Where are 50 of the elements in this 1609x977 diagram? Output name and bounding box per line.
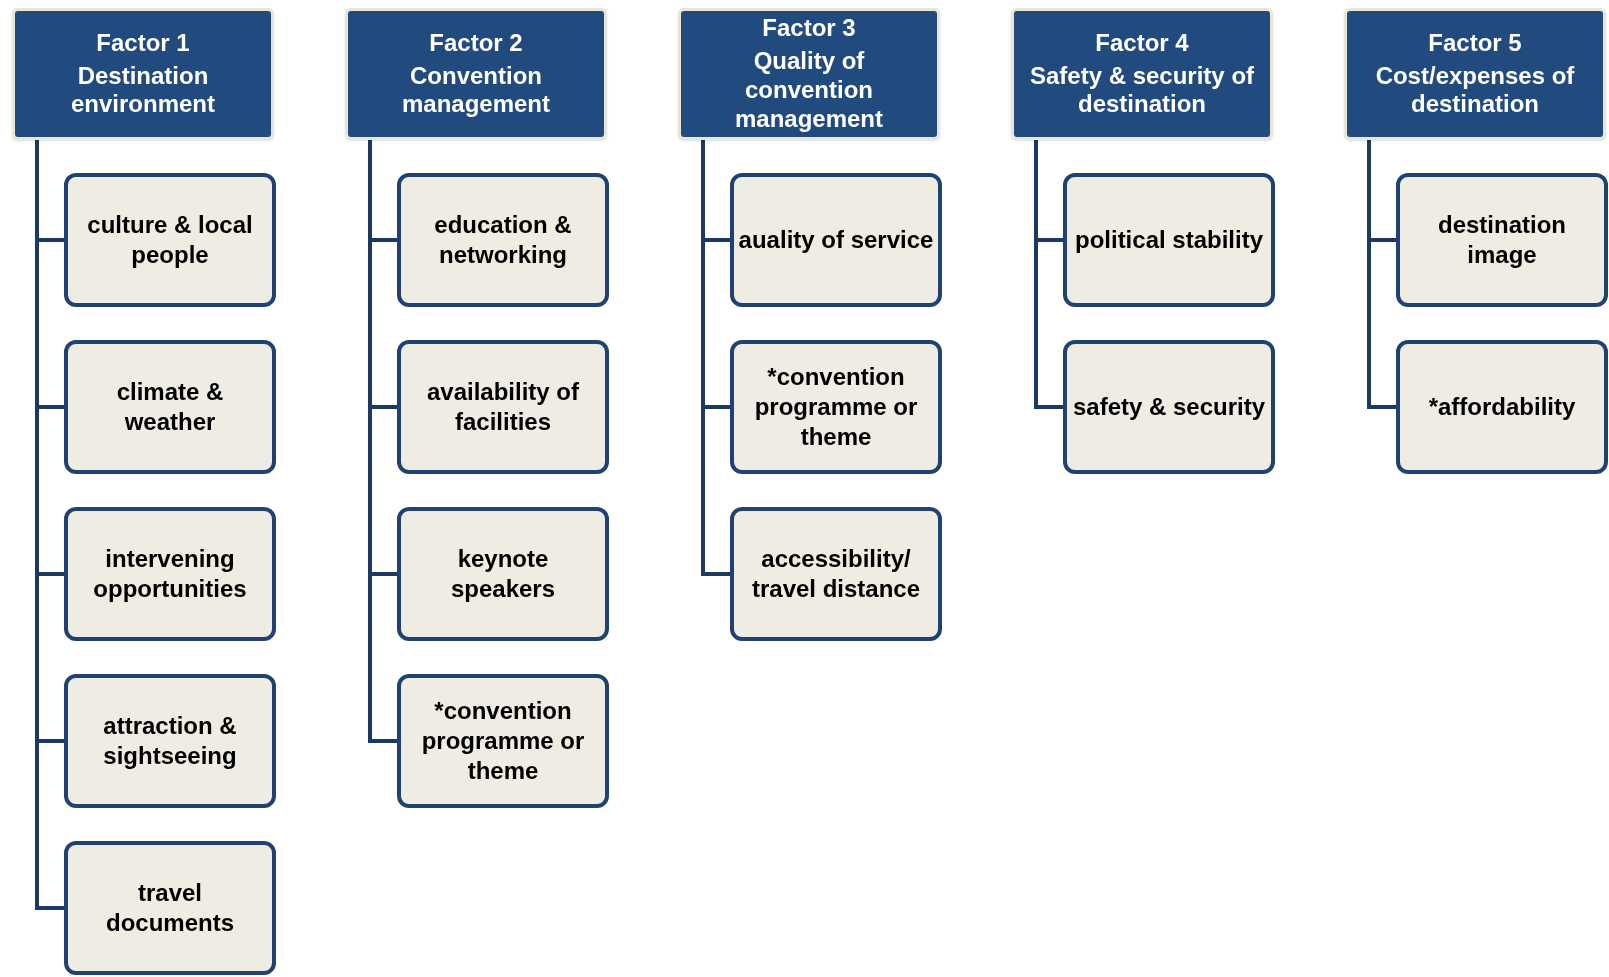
item-box [1396,340,1608,474]
item-label: *convention programme or theme [420,696,586,786]
item-label: destination image [1437,210,1567,270]
item-label: availability of facilities [425,377,581,437]
factor-title: Quality of convention management [733,47,884,134]
item-box [64,674,276,808]
factor-number: Factor 1 [96,28,190,58]
item-label: safety & security [1072,392,1266,422]
item-label: travel documents [105,878,235,938]
factor-number: Factor 5 [1428,28,1522,58]
item-label: accessibility/ travel distance [750,544,922,604]
factor-title: Cost/expenses of destination [1374,61,1576,120]
item-label: auality of service [738,225,934,255]
item-box [397,507,609,641]
connector-line [701,140,730,576]
connector-line [1034,140,1063,409]
connector-line [1367,140,1396,409]
item-box [64,841,276,975]
item-label: education & networking [433,210,573,270]
item-box [397,674,609,808]
item-box [1063,340,1275,474]
item-box [64,340,276,474]
factor-header [345,8,607,140]
item-label: climate & weather [115,377,225,437]
item-label: keynote speakers [449,544,557,604]
item-label: political stability [1074,225,1263,255]
factor-header [1011,8,1273,140]
factor-title: Convention management [400,61,551,120]
item-label: intervening opportunities [92,544,248,604]
factor-title: Safety & security of destination [1028,61,1256,120]
item-label: culture & local people [86,210,254,270]
item-box [1063,173,1275,307]
item-box [730,507,942,641]
item-box [64,173,276,307]
item-box [1396,173,1608,307]
item-box [397,340,609,474]
factor-number: Factor 4 [1095,28,1189,58]
factor-header [1344,8,1606,140]
item-box [397,173,609,307]
factor-header [12,8,274,140]
factor-header [678,8,940,140]
item-box [730,340,942,474]
item-label: *convention programme or theme [753,362,919,452]
factor-number: Factor 3 [762,14,856,44]
item-label: attraction & sightseeing [102,711,238,771]
item-box [64,507,276,641]
item-label: *affordability [1428,392,1576,422]
item-box [730,173,942,307]
factor-number: Factor 2 [429,28,523,58]
factor-title: Destination environment [70,61,216,120]
